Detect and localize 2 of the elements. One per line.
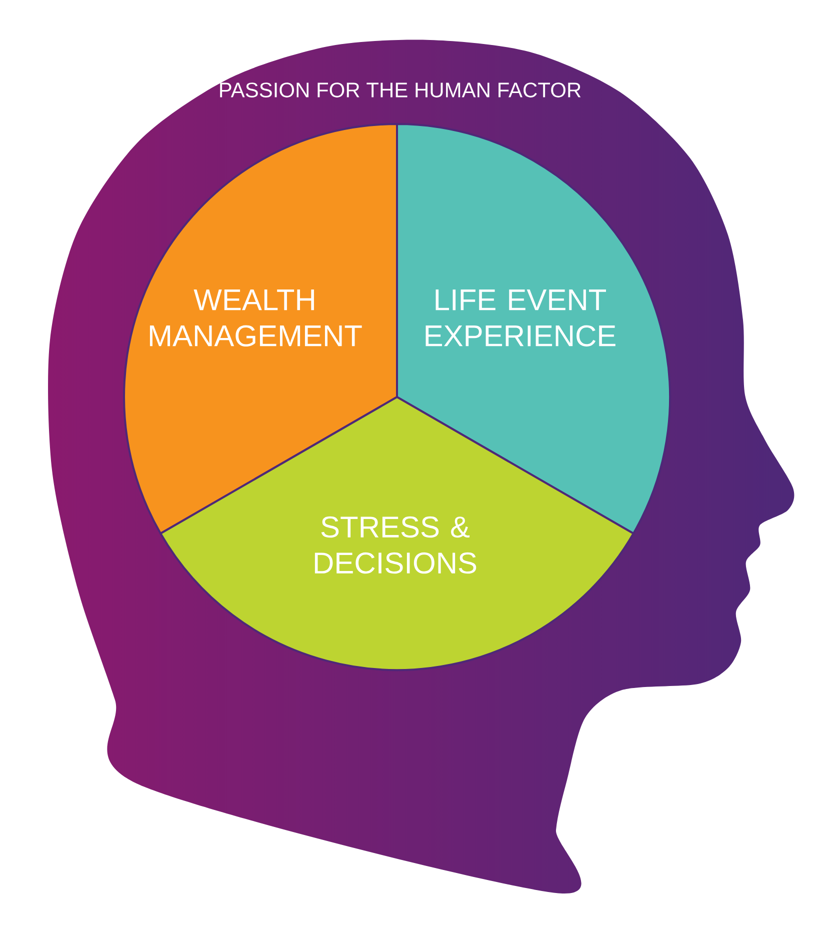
pie-slice: STRESS & DECISIONS [160, 396, 634, 672]
title: PASSION FOR THE HUMAN FACTOR [220, 82, 581, 98]
